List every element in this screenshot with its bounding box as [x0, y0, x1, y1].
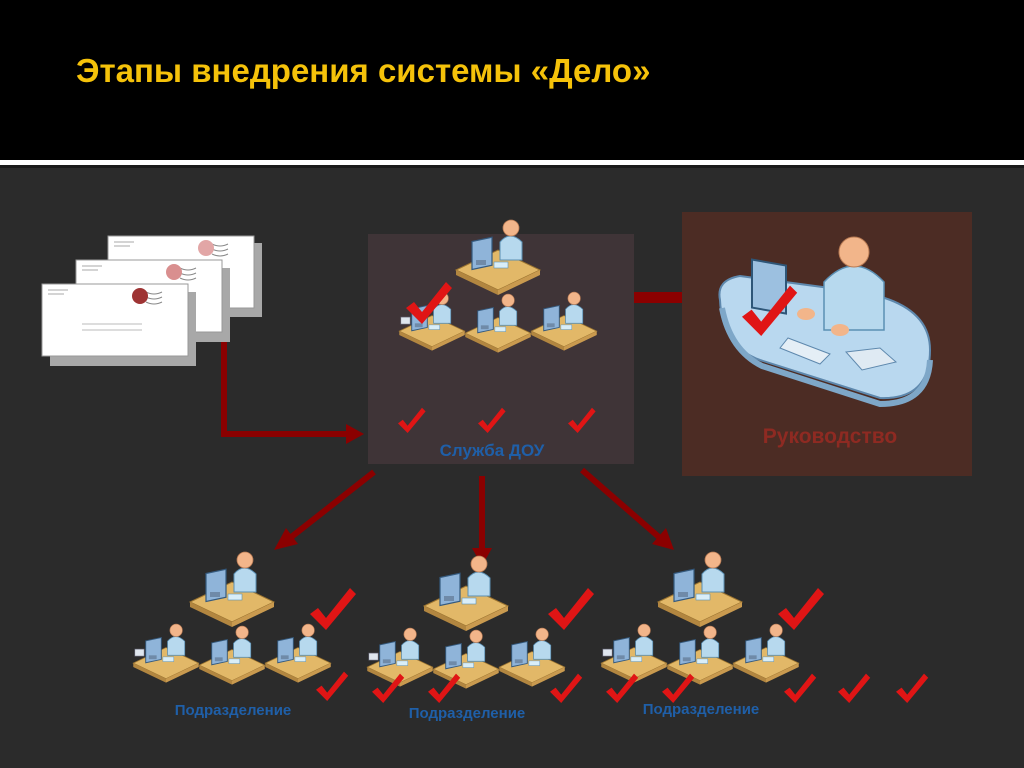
division-label: Подразделение: [175, 702, 292, 719]
division-label: Подразделение: [409, 705, 526, 722]
slide-title: Этапы внедрения системы «Дело»: [76, 52, 651, 89]
check-icon: [778, 588, 824, 630]
division-staff-icon: [367, 556, 565, 689]
incoming-mail-icon: [41, 235, 262, 366]
division-staff-icon: [601, 552, 799, 685]
management-label: Руководство: [763, 425, 897, 448]
header-divider-shadow: [0, 165, 1024, 168]
dou-label: Служба ДОУ: [440, 441, 545, 460]
title-bar: Этапы внедрения системы «Дело»: [0, 0, 1024, 160]
check-icon: [896, 673, 929, 703]
check-icon: [784, 673, 817, 703]
check-icon: [662, 673, 695, 703]
check-icon: [838, 673, 871, 703]
division-staff-icon: [133, 552, 331, 685]
division-2: Подразделение: [367, 556, 594, 722]
check-icon: [606, 673, 639, 703]
check-icon: [550, 673, 583, 703]
arrows-dou-to-divisions: [274, 467, 674, 566]
arrow-mail-to-dou: [221, 342, 364, 444]
check-icon: [310, 588, 356, 630]
check-icon: [316, 671, 349, 701]
executive-desk-icon: [718, 236, 933, 408]
dou-department-box: Служба ДОУ: [368, 220, 634, 464]
connector-dou-management: [634, 292, 684, 303]
division-label: Подразделение: [643, 701, 760, 718]
division-3: Подразделение: [601, 552, 929, 718]
management-box: Руководство: [682, 212, 972, 476]
check-icon: [548, 588, 594, 630]
header-divider: [0, 160, 1024, 165]
division-1: Подразделение: [133, 552, 356, 719]
